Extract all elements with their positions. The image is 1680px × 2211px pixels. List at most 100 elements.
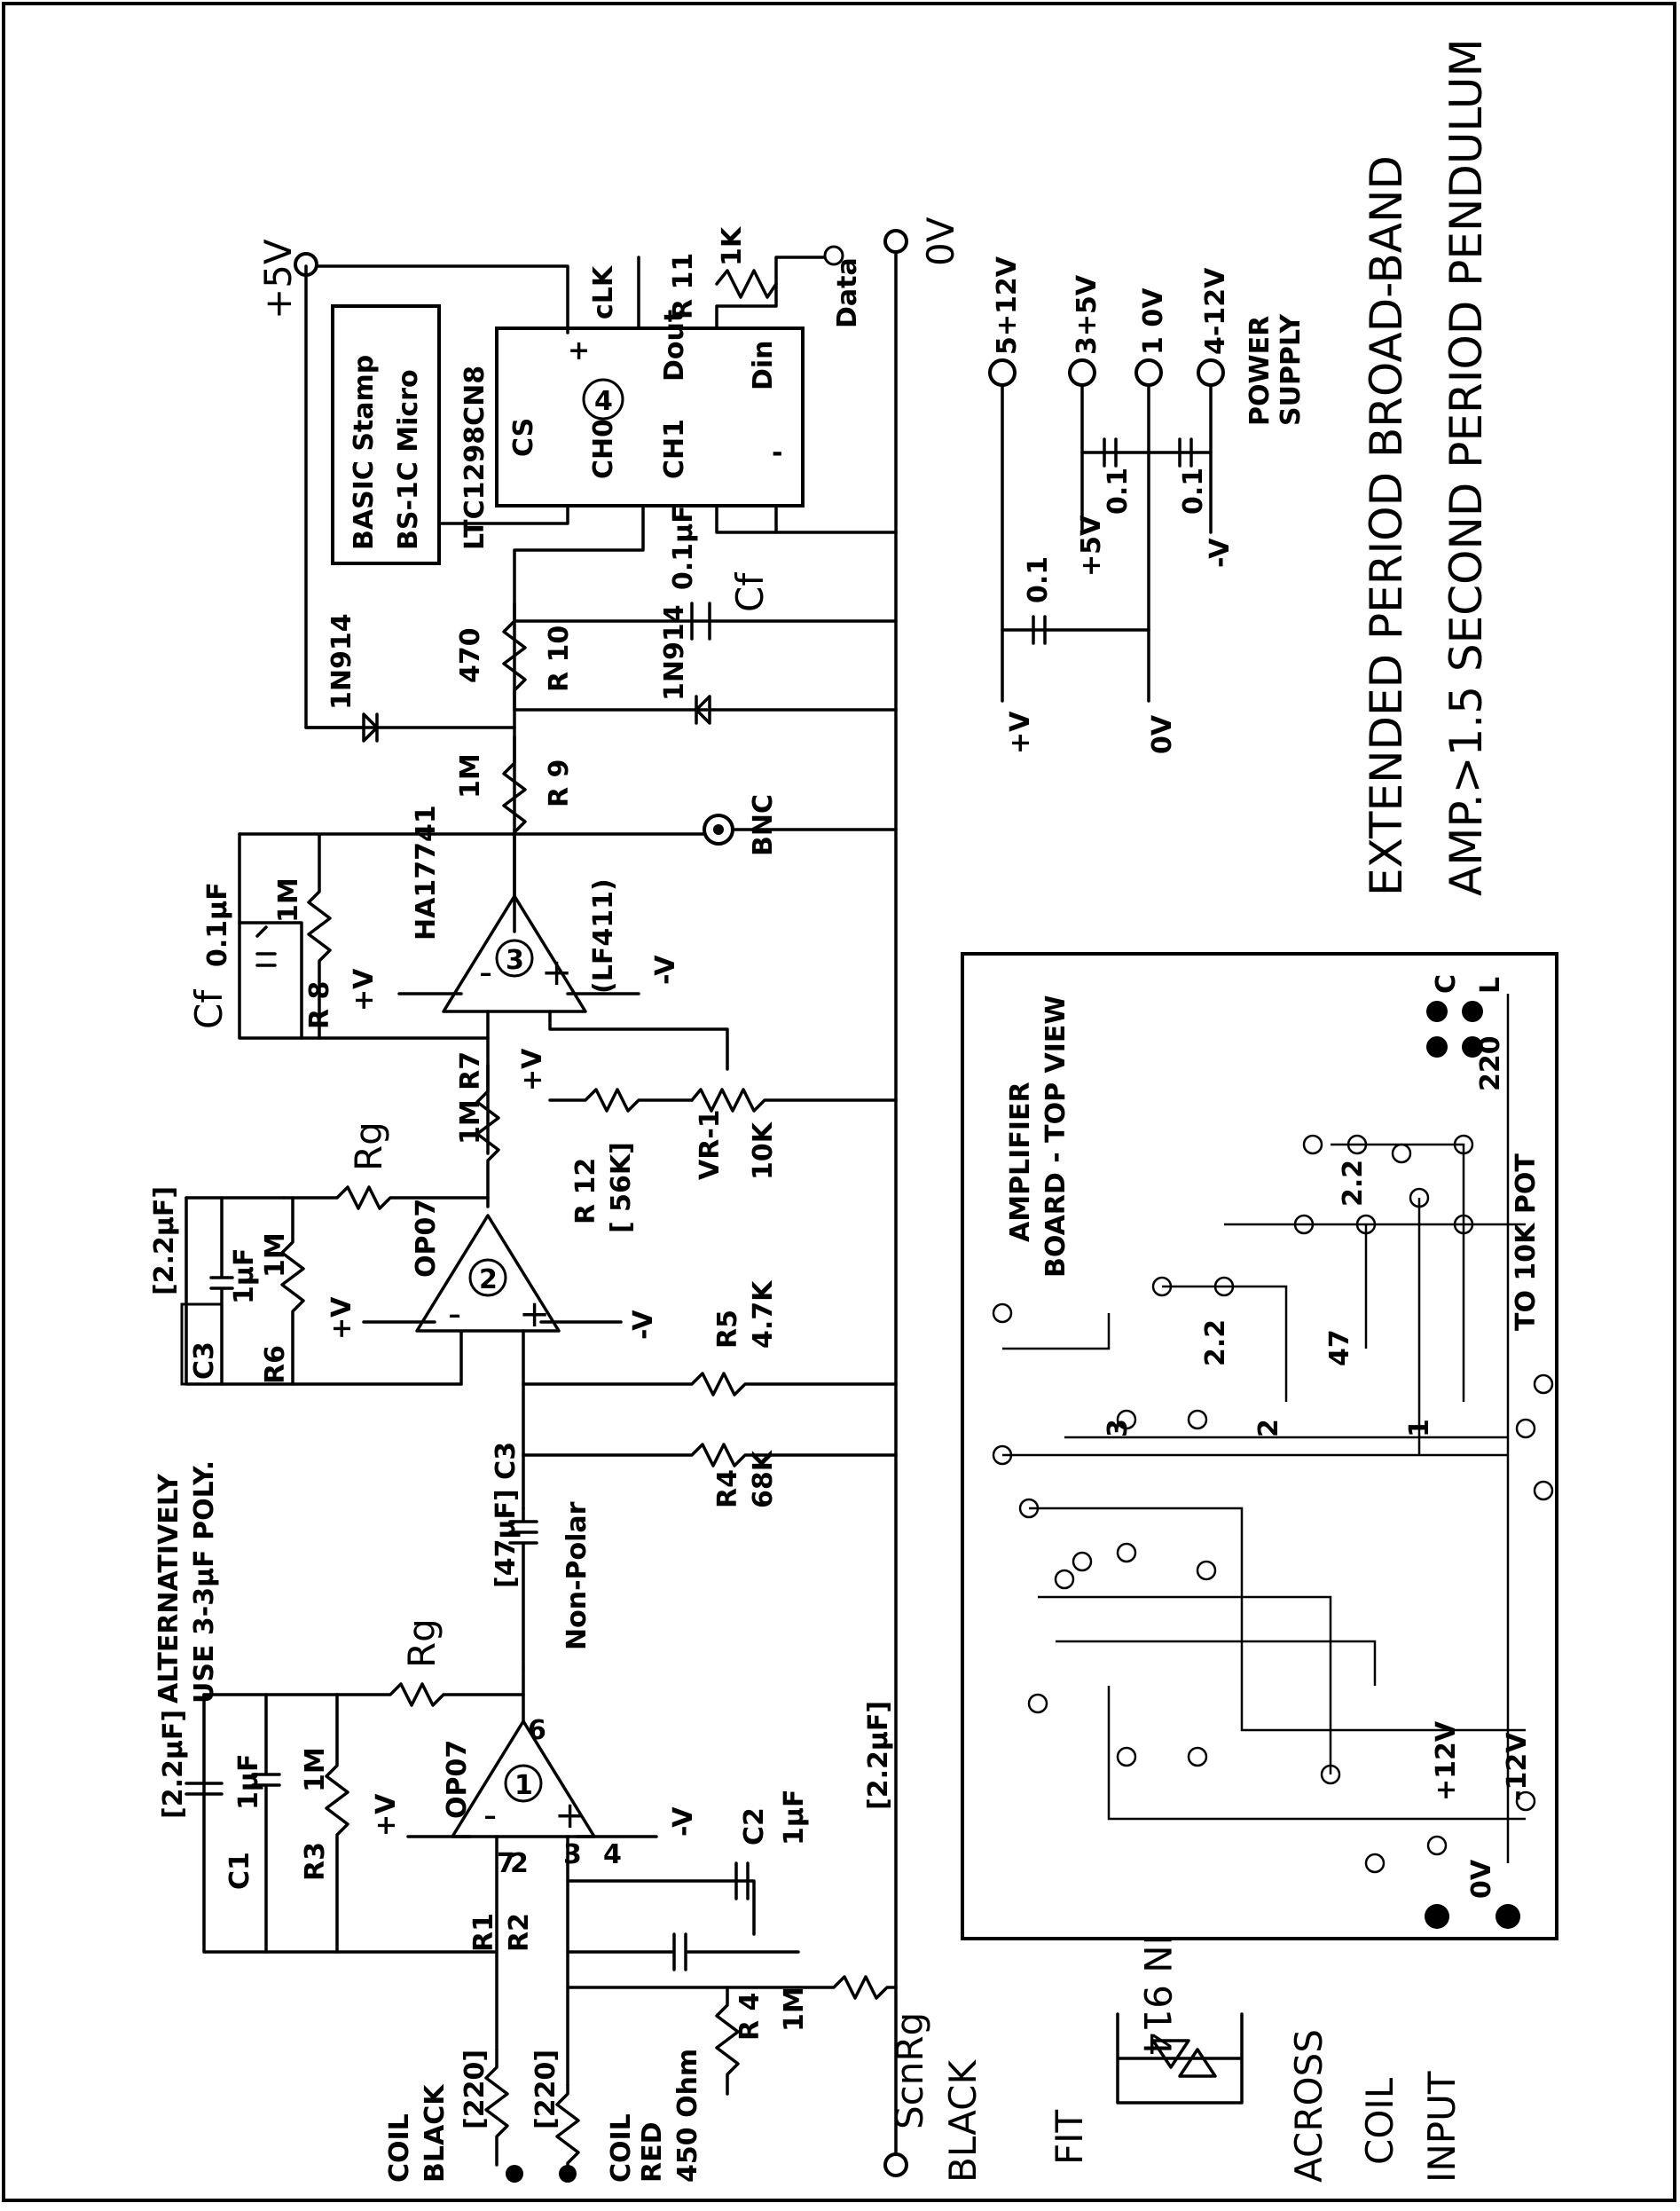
vr1-label: VR-1 (695, 1109, 726, 1180)
r10-resistor (502, 602, 527, 712)
adc-part-label: LTC1298CN8 (459, 366, 491, 550)
handwritten-across: ACROSS (1287, 2029, 1331, 2183)
vr1-potentiometer (690, 1088, 898, 1113)
adc-clk-pin: cLK (588, 264, 619, 319)
r12-value: [ 56K] (606, 1142, 637, 1233)
opamp1-noninv: + (554, 1793, 585, 1837)
cf3-value: 0.1μF (202, 882, 233, 967)
r4b-label: R 4 (734, 1993, 765, 2041)
amplifier-board (961, 952, 1558, 1940)
coil-black-line2: BLACK (420, 2083, 451, 2183)
c3-box (180, 1302, 224, 1386)
r8-resistor (307, 832, 332, 1040)
r8-value: 1M (273, 877, 304, 923)
board-title1: AMPLIFIER (1005, 1082, 1036, 1242)
plus5v-label: +5V (256, 239, 300, 319)
r8-label: R 8 (304, 981, 335, 1029)
opamp3-triangle (442, 894, 587, 1013)
opamp2-minus-v: -V (628, 1310, 659, 1340)
r4b-value: 1M (779, 1987, 810, 2032)
power-pin-4 (1197, 358, 1225, 387)
r3-label: R3 (300, 1842, 331, 1881)
coil-red-line1: COIL (606, 2113, 637, 2183)
cap-b-value: 0.1 (1178, 468, 1209, 515)
opamp1-minus-v: -V (668, 1806, 699, 1837)
r10-value: 470 (455, 627, 486, 683)
c2-value: 1μF (779, 1790, 810, 1845)
power-pin-4-label: 4-12V (1200, 267, 1231, 355)
handwritten-fit: FIT (1048, 2109, 1091, 2165)
ch1-wire (715, 504, 898, 534)
opamp3-part: HA17741 (411, 805, 442, 940)
r2-value: [220] (530, 2050, 561, 2129)
opamp1-pin7: 7 (497, 1848, 515, 1879)
opamp3-minus-v: -V (650, 955, 681, 985)
opamp3-number-circle (495, 939, 534, 978)
opamp2-number-circle (468, 1258, 507, 1297)
power-pin-1-label: 1 0V (1138, 287, 1169, 355)
power-supply-label1: POWER (1244, 316, 1276, 426)
coil-red-line2: RED (637, 2122, 668, 2183)
r12-resistor (548, 1088, 694, 1113)
basic-stamp-line2: BS-1C Micro (393, 369, 424, 550)
opamp1-number-circle (504, 1764, 543, 1803)
board-plus12-label: +12V (1431, 1720, 1462, 1801)
r4-label: R4 (712, 1469, 743, 1508)
board-47-label: 47 (1324, 1329, 1355, 1366)
bnc-label: BNC (748, 794, 779, 856)
board-pads (992, 1001, 1554, 1929)
opamp3-noninv-wire (548, 1010, 729, 1071)
c2-alt-value: [2.2μF] (863, 1701, 894, 1810)
cf-output-label: Cf (728, 572, 772, 612)
board-22-label: 2.2 (1200, 1319, 1231, 1366)
opamp3-alt: (LF411) (588, 878, 619, 994)
r2-resistor (555, 2083, 580, 2167)
adc-number: 4 (594, 386, 613, 417)
board-c-label: C (1431, 974, 1462, 994)
opamp1-triangle (451, 1719, 596, 1838)
c2-capacitor (734, 1861, 750, 1900)
board-3-label: 3 (1103, 1419, 1134, 1437)
vr1-value: 10K (748, 1121, 779, 1180)
r11-resistor (715, 269, 778, 299)
title-block: EXTENDED PERIOD BROAD-BAND AMP.>1.5 SECO… (1361, 38, 1492, 896)
c3-nonpolar-capacitor (508, 1507, 538, 1670)
alt-line2: USE 3-3μF POLY. (189, 1460, 220, 1703)
handwritten-input: INPUT (1420, 2071, 1464, 2183)
alt-line1: ALTERNATIVELY (153, 1473, 184, 1703)
cf-output-value: 0.1μF (668, 505, 699, 590)
board-220-label: 220 (1475, 1035, 1506, 1091)
power-pin-1 (1134, 358, 1163, 387)
c6-capacitor (209, 1196, 234, 1386)
cs-to-stamp-wire (437, 504, 569, 525)
adc-ch1-pin: CH1 (659, 419, 690, 479)
c6-value: 1μF (229, 1248, 260, 1304)
r3-resistor (325, 1693, 349, 1954)
r1-label: R1 (468, 1913, 499, 1952)
board-zero-label: 0V (1466, 1859, 1497, 1899)
non-polar-label: Non-Polar (561, 1501, 593, 1650)
opamp1-pin3: 3 (563, 1839, 582, 1870)
stage1-feedback-loop (202, 1693, 499, 1954)
dout-din-wire (715, 256, 836, 330)
opamp1-number: 1 (514, 1770, 533, 1801)
adc-cs-pin: CS (508, 418, 539, 457)
r4b-resistor (715, 1986, 740, 2096)
r9-value: 1M (455, 753, 486, 799)
black-ground-terminal (883, 2152, 908, 2177)
r6-label: R6 (260, 1345, 291, 1384)
adc-din-pin: Din (748, 340, 779, 390)
opamp1-part: OP07 (442, 1740, 473, 1819)
diode2-label: 1N914 (659, 604, 690, 701)
cap-c-value: 0.1 (1023, 556, 1054, 603)
r6-value: 1M (260, 1232, 291, 1278)
c3-label: [47μF] C3 (491, 1442, 522, 1588)
coil-black-terminal (506, 2165, 523, 2183)
coil-black-line1: COIL (384, 2113, 415, 2183)
r12-plus-v: +V (517, 1048, 548, 1091)
power-pin-5-label: 5+12V (992, 256, 1023, 355)
opamp1-inv: - (483, 1793, 497, 1837)
rg1-resistor (335, 1682, 525, 1707)
